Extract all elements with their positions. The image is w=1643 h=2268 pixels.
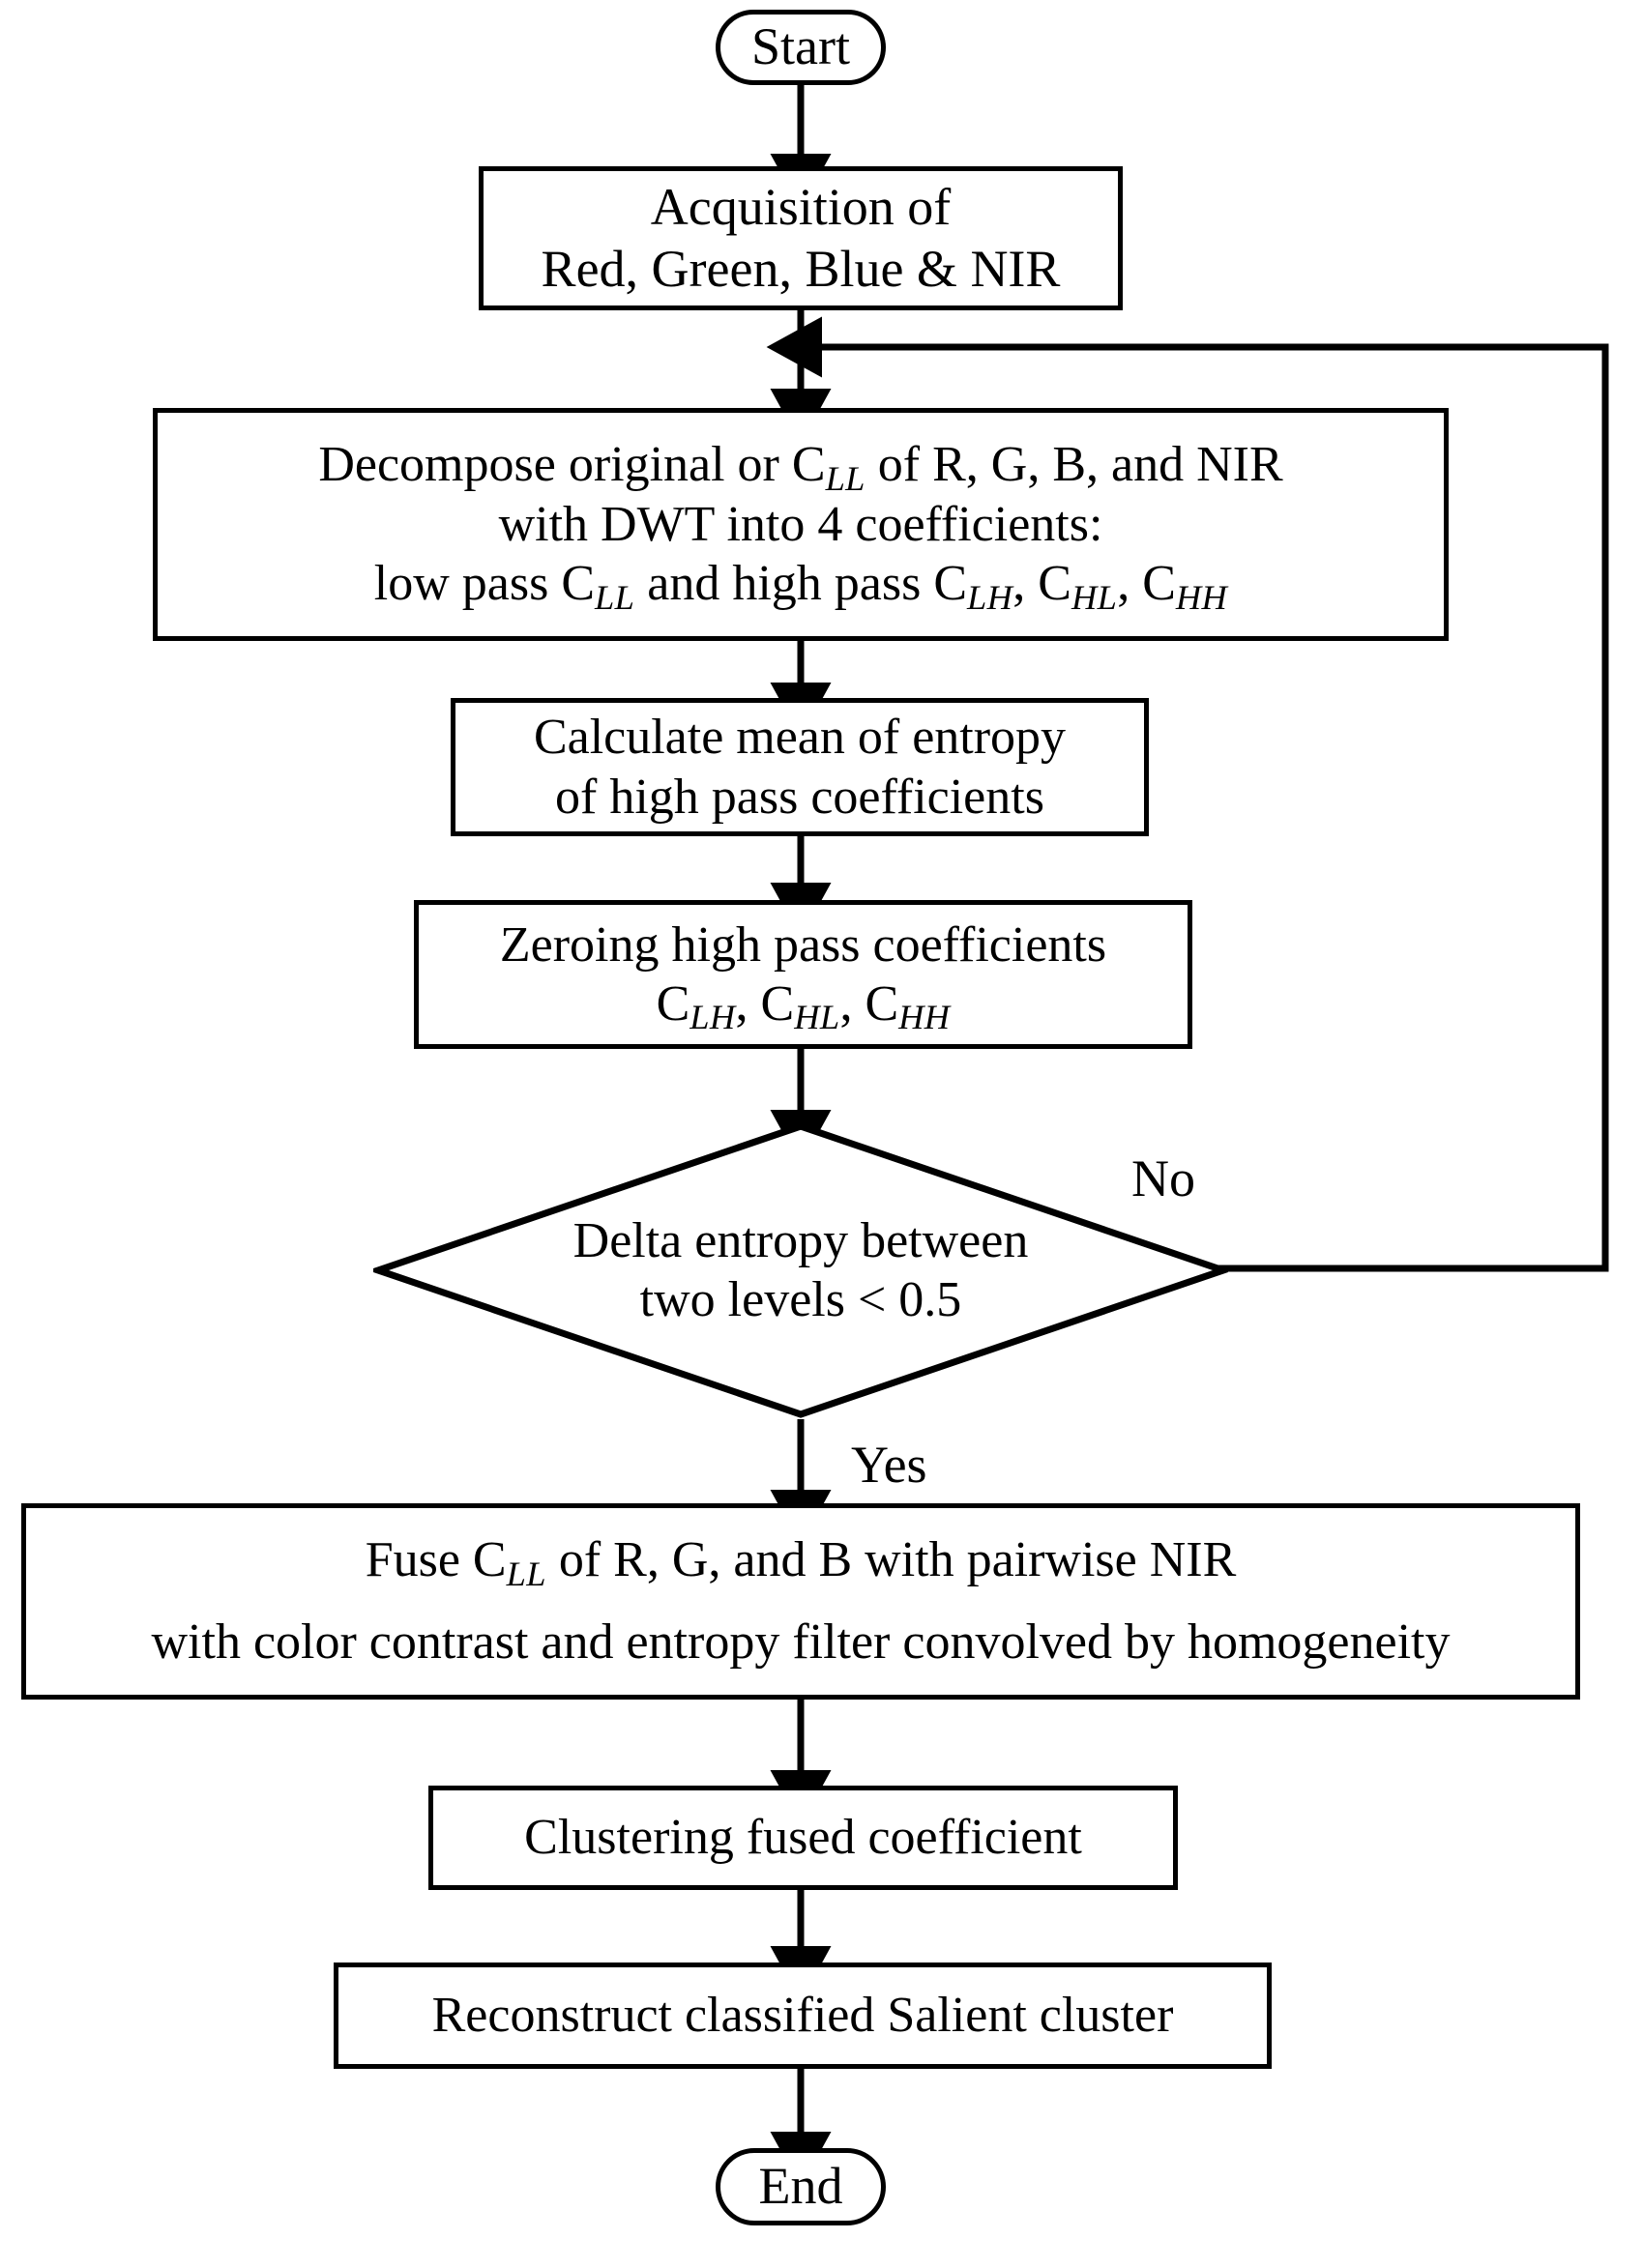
node-decompose-line-3: low pass CLL and high pass CLH, CHL, CHH	[373, 556, 1228, 617]
edge-label-yes: Yes	[851, 1439, 927, 1491]
node-zeroing-line-2: CLH, CHL, CHH	[656, 976, 951, 1037]
node-acquisition-line-1: Acquisition of	[650, 177, 952, 236]
node-end-label: End	[758, 2157, 843, 2216]
node-fuse-line-1: Fuse CLL of R, G, and B with pairwise NI…	[365, 1532, 1237, 1593]
edge-label-yes-text: Yes	[851, 1436, 927, 1494]
node-acquisition[interactable]: Acquisition of Red, Green, Blue & NIR	[479, 166, 1123, 310]
node-decompose-line-1: Decompose original or CLL of R, G, B, an…	[318, 437, 1283, 498]
edge-label-no: No	[1131, 1152, 1195, 1205]
node-end[interactable]: End	[716, 2148, 886, 2225]
node-calculate-entropy-line-1: Calculate mean of entropy	[533, 710, 1067, 766]
node-calculate-entropy-line-2: of high pass coefficients	[555, 769, 1044, 825]
node-decompose[interactable]: Decompose original or CLL of R, G, B, an…	[153, 408, 1449, 641]
decision-text: Delta entropy between two levels < 0.5	[573, 1211, 1029, 1330]
node-decompose-line-2: with DWT into 4 coefficients:	[498, 496, 1103, 552]
node-fuse-line-2: with color contrast and entropy filter c…	[151, 1614, 1451, 1671]
edge-label-no-text: No	[1131, 1149, 1195, 1207]
node-calculate-entropy[interactable]: Calculate mean of entropy of high pass c…	[451, 698, 1149, 836]
node-clustering[interactable]: Clustering fused coefficient	[428, 1786, 1178, 1890]
node-start-label: Start	[751, 17, 850, 76]
node-decision-line-2: two levels < 0.5	[639, 1272, 962, 1327]
node-reconstruct[interactable]: Reconstruct classified Salient cluster	[334, 1963, 1272, 2069]
node-clustering-label: Clustering fused coefficient	[524, 1810, 1082, 1866]
node-start[interactable]: Start	[716, 10, 886, 85]
node-zeroing-line-1: Zeroing high pass coefficients	[499, 916, 1107, 973]
node-zeroing[interactable]: Zeroing high pass coefficients CLH, CHL,…	[414, 900, 1192, 1049]
node-decision[interactable]: Delta entropy between two levels < 0.5	[373, 1121, 1228, 1419]
node-reconstruct-label: Reconstruct classified Salient cluster	[431, 1988, 1174, 2044]
node-fuse[interactable]: Fuse CLL of R, G, and B with pairwise NI…	[21, 1503, 1580, 1700]
decision-diamond-shape	[373, 1122, 1228, 1418]
node-decision-line-1: Delta entropy between	[572, 1212, 1029, 1268]
node-acquisition-line-2: Red, Green, Blue & NIR	[541, 239, 1061, 298]
